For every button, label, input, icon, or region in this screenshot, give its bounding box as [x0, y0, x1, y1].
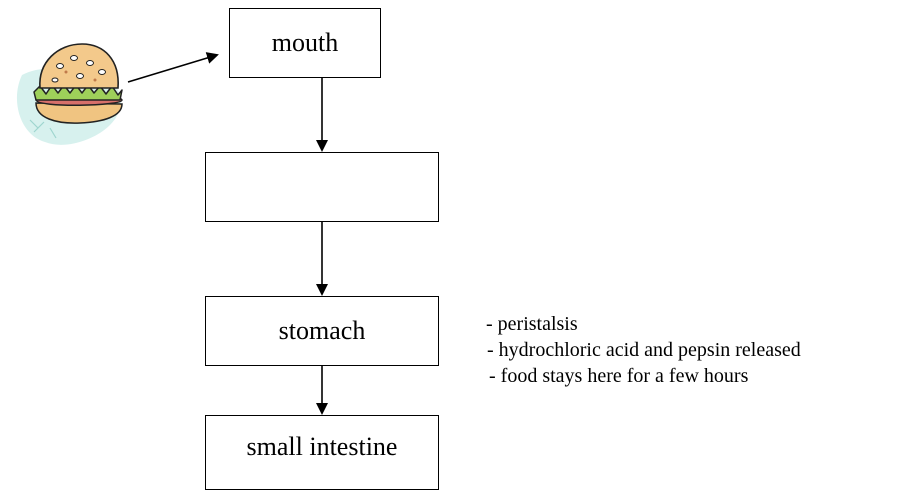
mouth-box: mouth [229, 8, 381, 78]
blank-organ-box [205, 152, 439, 222]
hamburger-illustration [16, 43, 123, 145]
stomach-note: - peristalsis [486, 313, 578, 335]
stomach-note: - food stays here for a few hours [489, 365, 749, 387]
small-intestine-box: small intestine [205, 415, 439, 490]
stomach-note: - hydrochloric acid and pepsin released [487, 339, 801, 361]
stomach-notes: - peristalsis - hydrochloric acid and pe… [486, 311, 801, 389]
small-intestine-label: small intestine [246, 432, 398, 461]
stomach-box: stomach [205, 296, 439, 366]
arrow-food-to-mouth [127, 52, 219, 83]
mouth-label: mouth [271, 28, 339, 57]
stomach-label: stomach [278, 316, 366, 345]
